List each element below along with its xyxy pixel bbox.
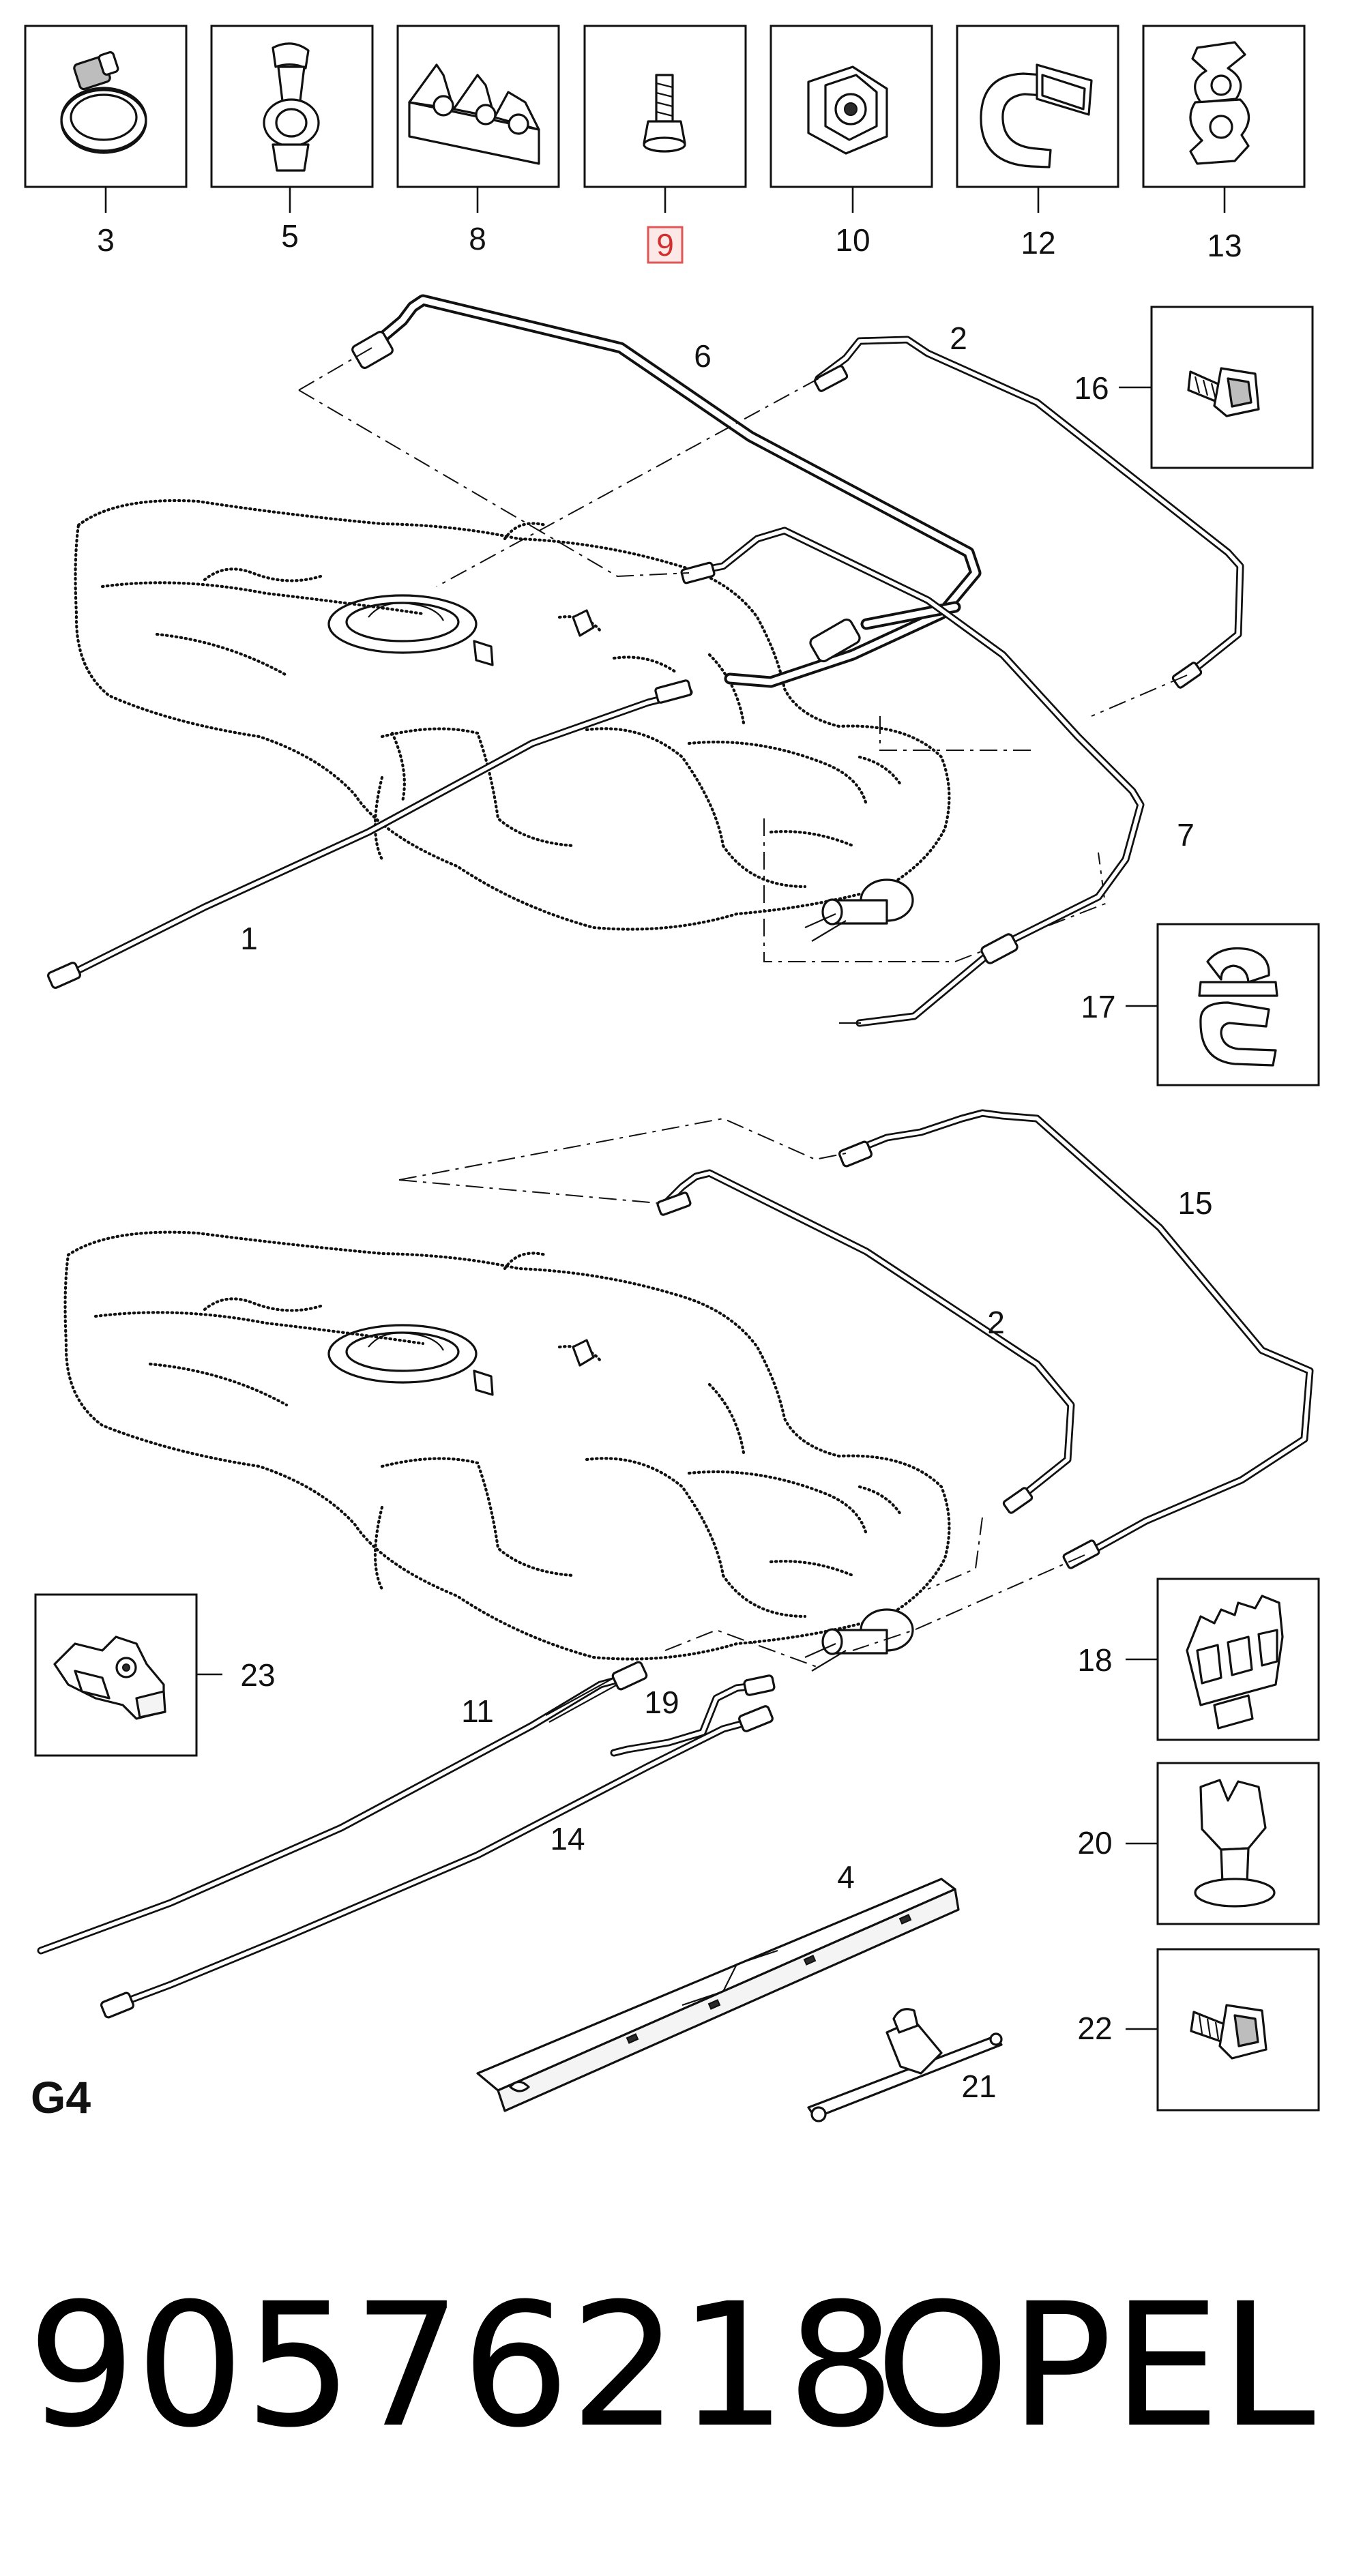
fuel-filter-assembly [804, 878, 914, 942]
double-clip-icon [1189, 41, 1250, 165]
part-thumbnail-3[interactable] [24, 25, 188, 213]
callout-2-lower: 2 [987, 1305, 1005, 1340]
part-thumbnail-18[interactable] [1126, 1578, 1320, 1741]
heat-shield-4 [476, 1878, 960, 2112]
part-thumbnail-13[interactable] [1142, 25, 1306, 213]
callout-3: 3 [97, 222, 115, 258]
fuel-line-6 [351, 294, 982, 688]
callout-7: 7 [1177, 817, 1195, 853]
multi-clip-icon [408, 63, 540, 165]
fuel-line-15 [838, 1109, 1314, 1569]
fuel-tank-upper [74, 499, 1107, 962]
part-thumbnail-5[interactable] [210, 25, 374, 213]
fuel-tank-lower [63, 1230, 951, 1672]
part-thumbnail-17[interactable] [1126, 923, 1320, 1086]
part-thumbnail-8[interactable] [396, 25, 560, 213]
callout-14: 14 [550, 1821, 585, 1856]
callout-1: 1 [240, 921, 258, 956]
callout-23: 23 [240, 1657, 275, 1693]
callout-16: 16 [1074, 370, 1109, 406]
callout-9[interactable]: 9 [656, 227, 674, 263]
brand-name: OPEL [875, 2266, 1315, 2465]
part-thumbnail-16[interactable] [1119, 306, 1314, 469]
fuel-filter-assembly-lower [804, 1608, 914, 1672]
push-clip-icon [1194, 1779, 1276, 1908]
part-thumbnail-9[interactable] [583, 25, 747, 213]
callout-15: 15 [1177, 1185, 1212, 1221]
fuel-line-1 [47, 679, 693, 989]
fuel-line-2-lower [656, 1169, 1075, 1514]
callout-12: 12 [1021, 225, 1055, 261]
bracket-21 [807, 2008, 1003, 2122]
fuel-line-19 [610, 1674, 776, 1757]
multi-clip-18-icon [1186, 1595, 1284, 1730]
fuel-line-11 [37, 1661, 648, 1955]
part-thumbnail-23[interactable] [34, 1593, 222, 1757]
callout-13: 13 [1207, 228, 1242, 263]
grommet-clip-icon [807, 65, 888, 155]
callout-21: 21 [961, 2069, 996, 2104]
fuel-line-14 [100, 1705, 774, 2019]
pipe-clip-17-icon [1198, 947, 1278, 1067]
callout-8: 8 [469, 221, 486, 256]
bolt-22-icon [1190, 2004, 1268, 2060]
callout-10: 10 [835, 222, 870, 258]
fuel-line-7 [680, 527, 1145, 1027]
callout-20: 20 [1077, 1825, 1112, 1861]
callout-5: 5 [281, 218, 299, 254]
callout-2-upper: 2 [950, 321, 967, 356]
callout-22: 22 [1077, 2011, 1112, 2046]
part-thumbnail-10[interactable] [770, 25, 933, 213]
part-thumbnail-22[interactable] [1126, 1948, 1320, 2112]
callout-4: 4 [837, 1859, 855, 1895]
part-number: 90576218 [27, 2266, 895, 2465]
callout-18: 18 [1077, 1642, 1112, 1678]
callout-11: 11 [461, 1693, 494, 1729]
callout-19: 19 [644, 1685, 679, 1720]
hose-clamp-icon [60, 51, 147, 154]
part-thumbnail-20[interactable] [1126, 1762, 1320, 1925]
bolt-icon [643, 74, 686, 153]
section-label: G4 [31, 2072, 91, 2122]
callout-9-highlight [647, 226, 684, 264]
clip-23-icon [53, 1635, 166, 1720]
callout-17: 17 [1081, 989, 1115, 1024]
pipe-clip-icon [263, 42, 320, 172]
strap-clamp-icon [980, 63, 1093, 168]
callout-6: 6 [694, 338, 712, 374]
part-thumbnail-12[interactable] [956, 25, 1119, 213]
screw-icon [1187, 367, 1260, 417]
